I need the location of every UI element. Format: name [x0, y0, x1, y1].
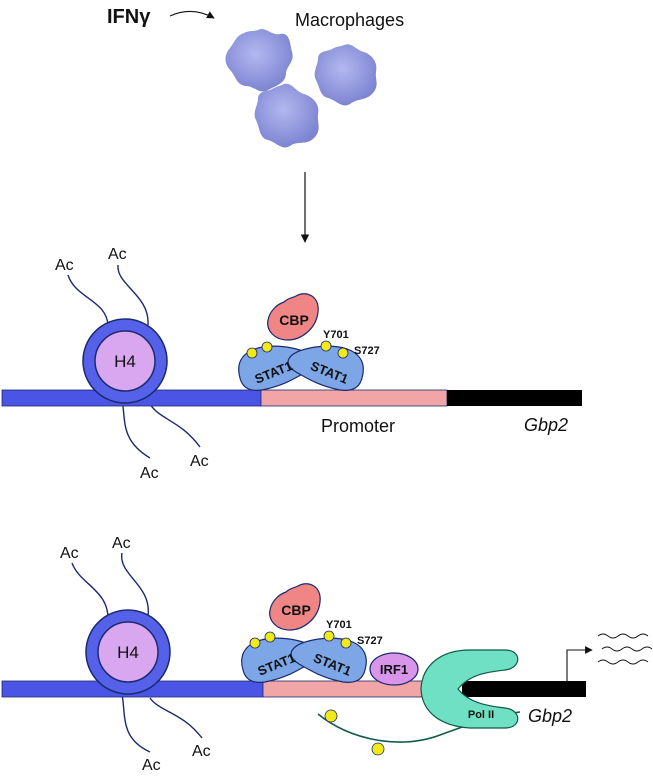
mrna-transcript [597, 633, 649, 639]
irf1-label: IRF1 [380, 662, 408, 677]
s727-label: S727 [354, 345, 380, 357]
acetyl-label: Ac [108, 246, 127, 263]
acetyl-label: Ac [140, 465, 159, 482]
acetyl-tail [121, 399, 151, 459]
phospho-site [261, 341, 273, 353]
gene-label: Gbp2 [524, 415, 568, 435]
histone-h4 [94, 330, 156, 392]
acetyl-tail [149, 697, 203, 739]
cbp-label: CBP [281, 602, 311, 618]
ifng-curved-arrow [169, 10, 215, 19]
pol-ii [420, 649, 519, 729]
phospho-site [249, 637, 261, 649]
tss-arrow [566, 646, 593, 681]
acetyl-label: Ac [60, 545, 79, 562]
irf1-protein [369, 652, 419, 686]
phospho-site [324, 709, 338, 723]
acetyl-label: Ac [192, 743, 211, 760]
acetyl-label: Ac [190, 453, 209, 470]
phospho-site [323, 630, 335, 642]
phospho-site [340, 637, 352, 649]
acetyl-tail [71, 562, 109, 623]
phospho-site [371, 742, 385, 756]
phospho-site [337, 347, 349, 359]
mrna-transcript [601, 646, 653, 652]
gbp2-gene [447, 390, 582, 406]
acetyl-label: Ac [55, 257, 74, 274]
panel-2: Ac Ac Ac Ac H4 STAT1 STAT1 CBP Y701 S727… [1, 535, 653, 774]
phospho-site [264, 631, 276, 643]
mrna-transcript [597, 659, 649, 665]
phospho-site [246, 347, 258, 359]
histone-label: H4 [114, 352, 136, 371]
ifng-label: IFNγ [107, 6, 151, 28]
acetyl-tail [67, 274, 109, 331]
acetyl-tail [117, 264, 149, 326]
phospho-site [320, 340, 332, 352]
promoter-region [260, 389, 448, 407]
macrophages-label: Macrophages [295, 10, 404, 30]
acetyl-label: Ac [112, 535, 131, 552]
cbp-label: CBP [279, 312, 309, 328]
cbp-protein [267, 293, 319, 341]
macrophage-cell-3 [254, 83, 319, 148]
histone-label: H4 [117, 643, 139, 662]
gene-label: Gbp2 [528, 706, 572, 726]
acetyl-tail [149, 403, 201, 448]
gbp2-gene [462, 681, 586, 697]
polii-label: Pol II [468, 709, 494, 721]
panel-1: Ac Ac Ac Ac H4 STAT1 STAT1 CBP Y701 S727… [1, 246, 582, 482]
acetyl-label: Ac [142, 757, 161, 774]
macrophage-cell-1 [225, 29, 293, 92]
cbp-protein [269, 583, 321, 631]
macrophage-cell-2 [314, 44, 377, 106]
promoter-label: Promoter [321, 416, 395, 436]
acetyl-tail [121, 552, 149, 617]
y701-label: Y701 [326, 619, 352, 631]
acetyl-tail [121, 693, 151, 753]
y701-label: Y701 [323, 329, 349, 341]
histone-h4 [97, 621, 159, 683]
s727-label: S727 [357, 635, 383, 647]
